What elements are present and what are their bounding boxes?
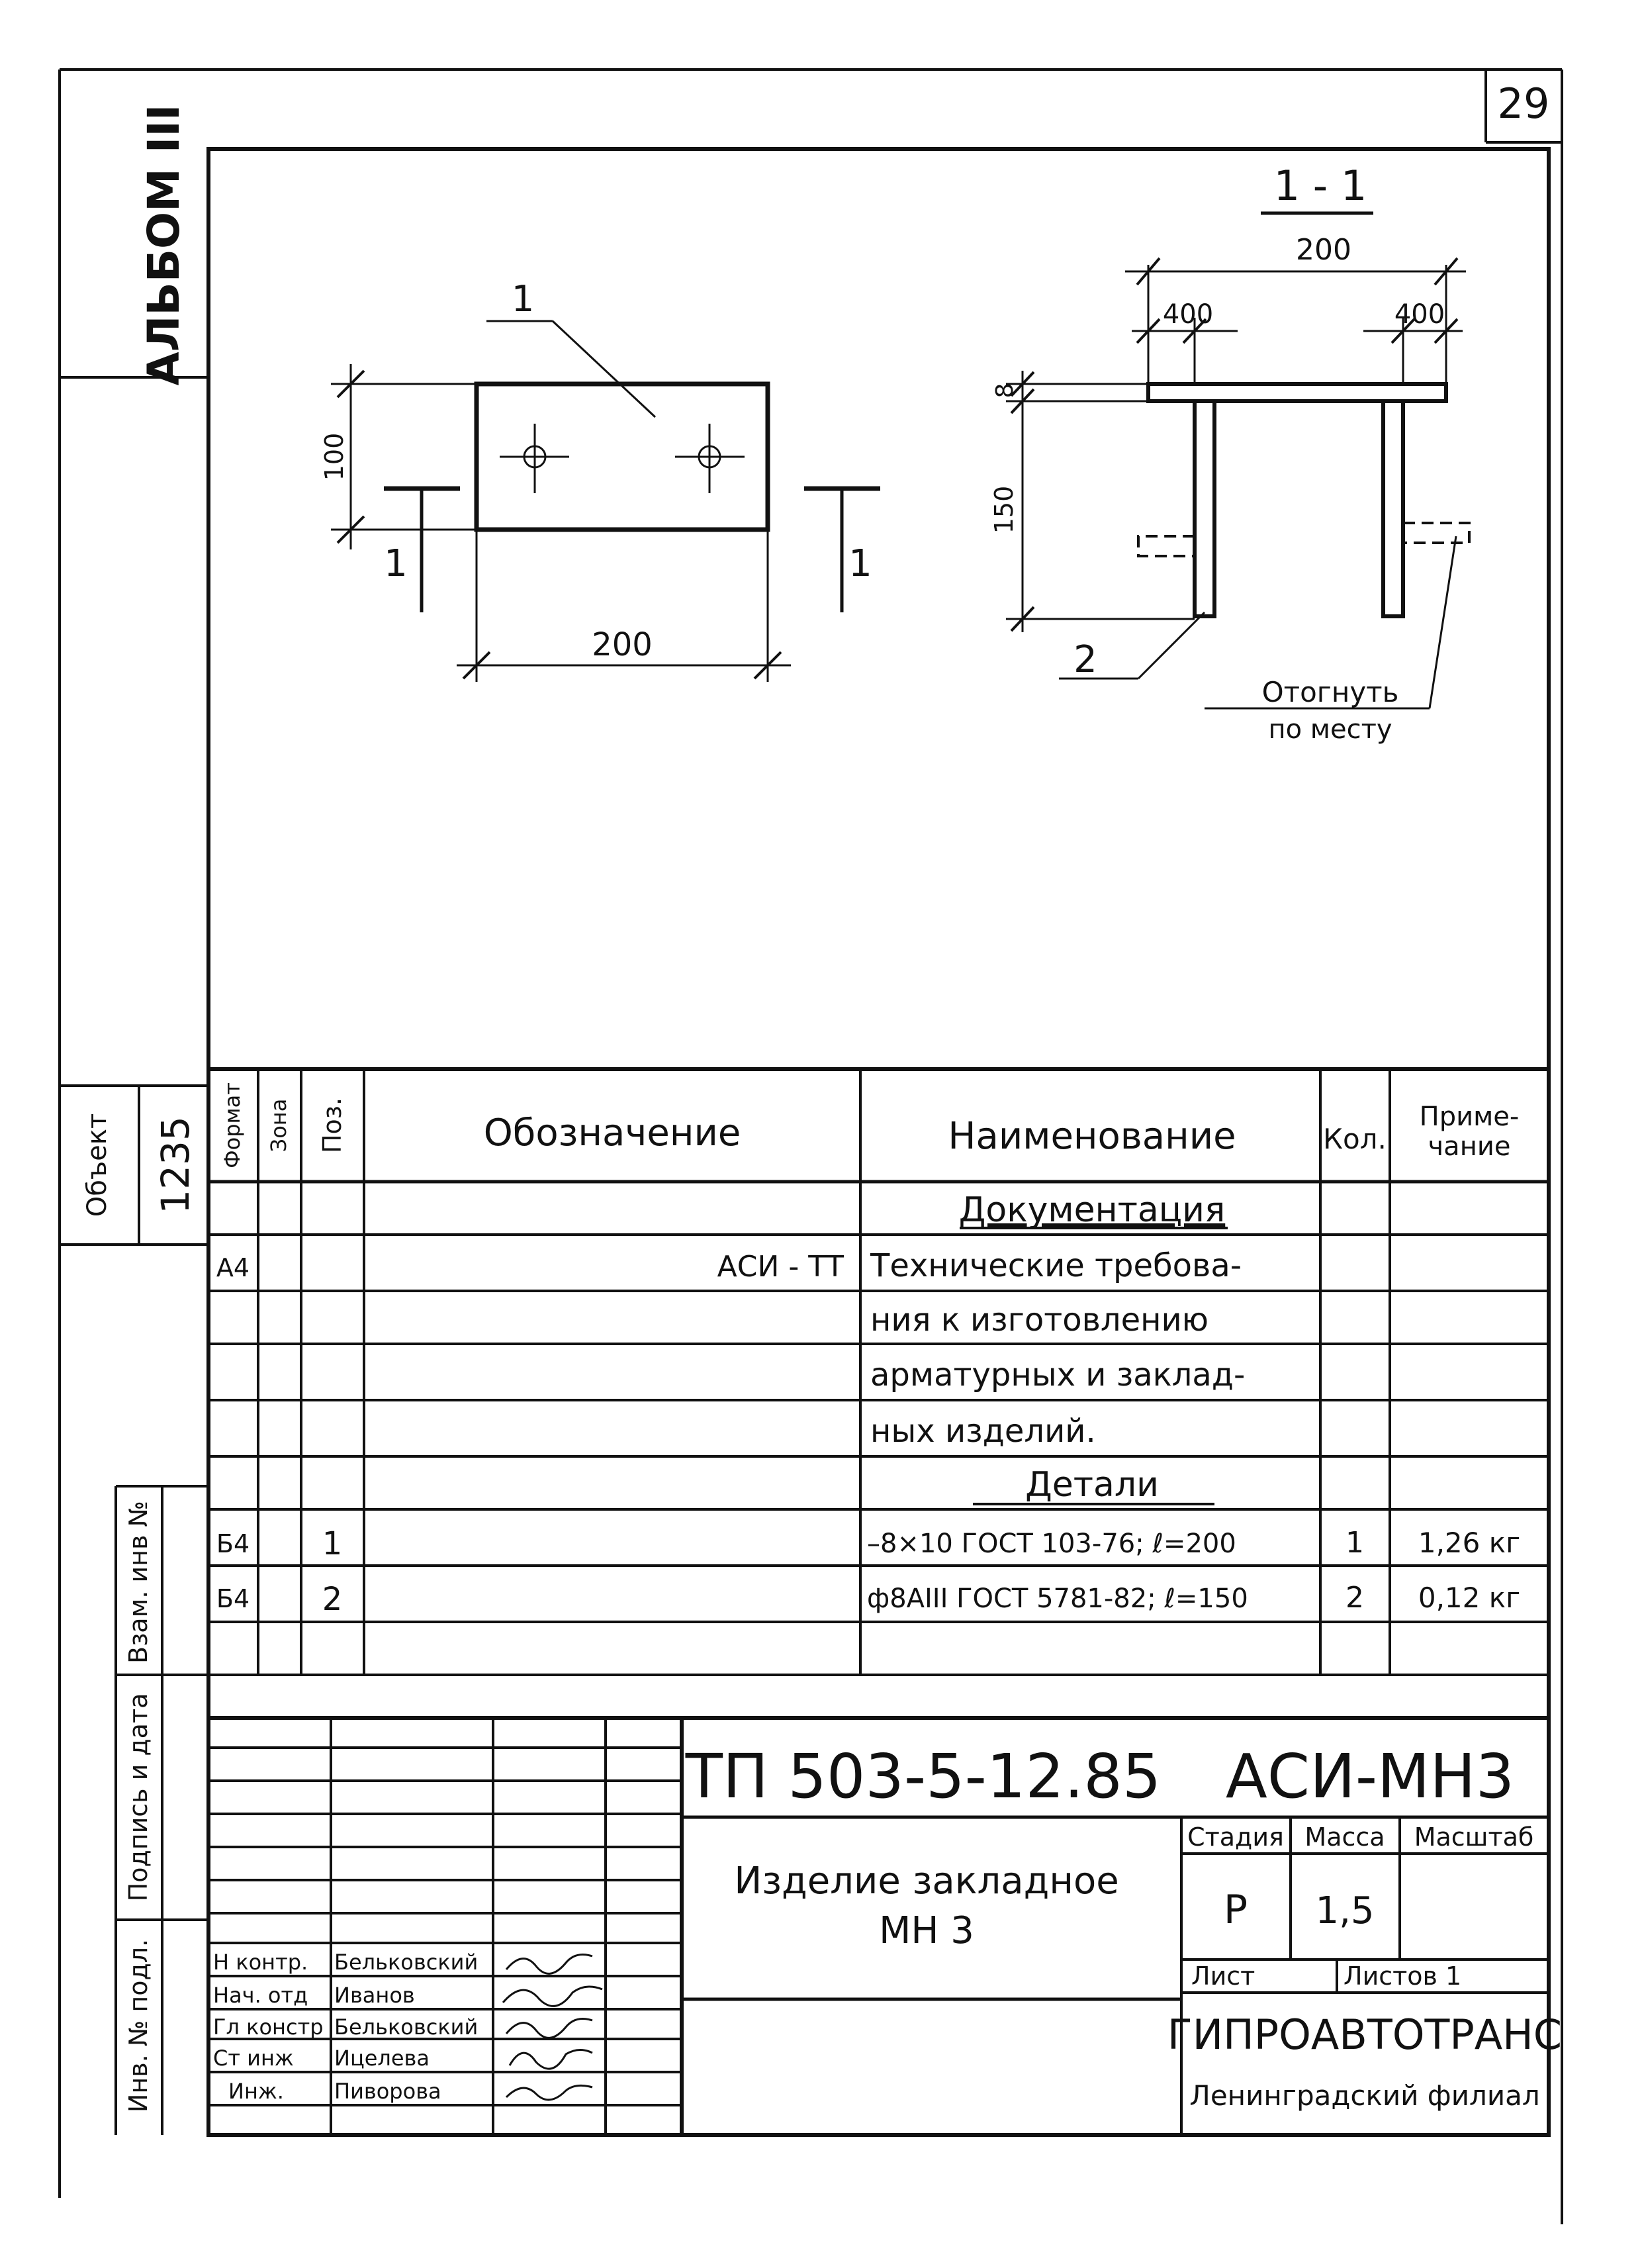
doc-row-format: А4 <box>216 1253 250 1282</box>
section-note-line2: по месту <box>1268 714 1392 745</box>
sig-role: Ст инж <box>213 2046 294 2071</box>
list-item: Гл констр Бельковский <box>213 2014 593 2040</box>
signature-scribble <box>505 2084 593 2101</box>
doc-row-name-4: ных изделий. <box>870 1413 1096 1450</box>
part-pos: 2 <box>322 1581 343 1618</box>
object-label: Объект <box>82 1113 113 1217</box>
section-view <box>1006 257 1471 710</box>
spec-header-note-1: Приме- <box>1420 1102 1520 1132</box>
spec-header-pos: Поз. <box>318 1098 347 1153</box>
part-qty: 1 <box>1346 1526 1364 1560</box>
scale-label: Масштаб <box>1414 1822 1534 1852</box>
part-name: –8×10 ГОСТ 103-76; ℓ=200 <box>867 1529 1236 1559</box>
spec-header-designation: Обозначение <box>484 1111 741 1155</box>
plan-dim-height: 100 <box>320 433 349 481</box>
sheet-label: Лист <box>1191 1961 1255 1991</box>
doc-code: ТП 503-5-12.85 <box>685 1741 1162 1812</box>
spec-header-qty: Кол. <box>1323 1123 1387 1155</box>
section-note-line1: Отогнуть <box>1262 676 1399 708</box>
spec-header-format: Формат <box>220 1082 245 1168</box>
list-item: Инж. Пиворова <box>228 2079 593 2104</box>
album-label: АЛЬБОМ III <box>138 105 189 386</box>
stage-label: Стадия <box>1187 1822 1284 1852</box>
rod-left <box>1193 399 1216 618</box>
section-dim-right: 400 <box>1394 299 1445 330</box>
table-row: Б4 2 ф8АIII ГОСТ 5781-82; ℓ=150 2 0,12 к… <box>216 1581 1520 1618</box>
sig-role: Нач. отд <box>213 1983 308 2008</box>
signature-scribble <box>508 2049 593 2070</box>
sig-role: Гл констр <box>213 2014 324 2040</box>
part-note: 1,26 кг <box>1418 1527 1520 1559</box>
rod-right <box>1381 399 1405 618</box>
org-name: ГИПРОАВТОТРАНС <box>1167 2010 1562 2059</box>
doc-mark: АСИ-МН3 <box>1226 1741 1514 1812</box>
list-item: Нач. отд Иванов <box>213 1983 603 2008</box>
list-item: Н контр. Бельковский <box>213 1950 593 1975</box>
sig-name: Бельковский <box>334 2014 478 2040</box>
list-item: Ст инж Ицелева <box>213 2046 593 2071</box>
spec-header-zone: Зона <box>266 1099 291 1153</box>
spec-header-note-2: чание <box>1428 1131 1511 1162</box>
part-qty: 2 <box>1346 1581 1364 1615</box>
section-dim-thickness: 8 <box>991 383 1019 399</box>
section-dim-total: 200 <box>1296 233 1351 267</box>
doc-row-name-2: ния к изготовлению <box>870 1301 1209 1339</box>
mass-value: 1,5 <box>1315 1889 1374 1932</box>
stud-mark-left <box>500 424 569 493</box>
table-row: Б4 1 –8×10 ГОСТ 103-76; ℓ=200 1 1,26 кг <box>216 1525 1520 1562</box>
part-note: 0,12 кг <box>1418 1582 1520 1614</box>
inv-podl-label: Инв. № подл. <box>124 1939 153 2112</box>
sig-name: Иванов <box>334 1983 415 2008</box>
part-format: Б4 <box>216 1584 250 1613</box>
item-name-line1: Изделие закладное <box>734 1860 1118 1903</box>
signature-scribble <box>505 1954 593 1975</box>
sig-name: Бельковский <box>334 1950 478 1975</box>
plan-section-mark-left: 1 <box>384 542 408 585</box>
section-plate <box>1146 382 1448 403</box>
section-title: 1 - 1 <box>1274 162 1367 210</box>
sig-name: Ицелева <box>334 2046 430 2071</box>
spec-header-name: Наименование <box>948 1115 1236 1158</box>
sig-name: Пиворова <box>334 2079 441 2104</box>
plan-section-mark-right: 1 <box>848 542 872 585</box>
section-dim-height: 150 <box>989 486 1019 534</box>
stud-mark-right <box>675 424 745 493</box>
doc-row-name-3: арматурных и заклад- <box>870 1356 1245 1394</box>
plate-outline <box>474 381 770 532</box>
sheet-number: 29 <box>1498 79 1550 128</box>
signature-date-label: Подпись и дата <box>124 1693 153 1902</box>
sheets-label: Листов 1 <box>1344 1961 1461 1991</box>
mass-label: Масса <box>1304 1822 1385 1852</box>
object-number: 1235 <box>153 1116 198 1214</box>
signature-scribble <box>502 1985 603 2007</box>
part-name: ф8АIII ГОСТ 5781-82; ℓ=150 <box>867 1583 1248 1614</box>
section-dim-left: 400 <box>1163 299 1213 330</box>
plan-callout-1: 1 <box>512 278 534 320</box>
spec-section-docs: Документация <box>959 1190 1225 1230</box>
stage-value: Р <box>1224 1887 1248 1933</box>
section-callout-2: 2 <box>1073 638 1097 681</box>
spec-section-parts: Детали <box>1025 1465 1159 1505</box>
doc-row-designation: АСИ - ТТ <box>717 1250 844 1284</box>
plan-view <box>331 320 880 682</box>
title-block <box>208 1716 1549 2135</box>
signature-scribble <box>505 2018 593 2039</box>
vzam-inv-label: Взам. инв № <box>124 1501 153 1664</box>
item-name-line2: МН 3 <box>879 1909 974 1952</box>
sig-role: Инж. <box>228 2079 284 2104</box>
plan-dim-width: 200 <box>592 626 653 663</box>
part-format: Б4 <box>216 1529 250 1558</box>
sheet-frame <box>58 68 1563 2224</box>
doc-row-name-1: Технические требова- <box>870 1247 1242 1284</box>
part-pos: 1 <box>322 1525 343 1562</box>
spec-table <box>208 1067 1549 1676</box>
sig-role: Н контр. <box>213 1950 308 1975</box>
org-branch: Ленинградский филиал <box>1189 2079 1539 2112</box>
